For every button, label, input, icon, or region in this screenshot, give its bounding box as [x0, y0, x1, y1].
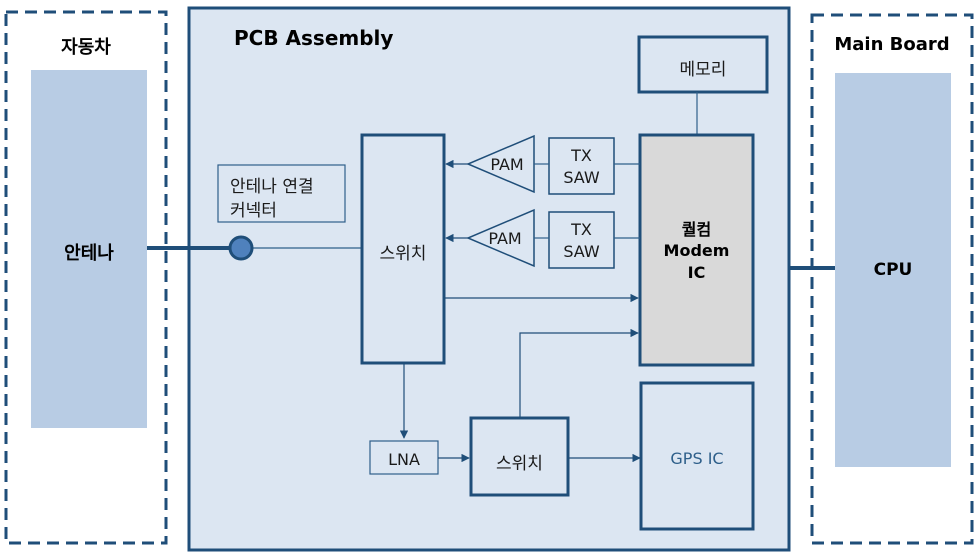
txsaw-bottom-line1: TX: [571, 220, 592, 239]
antenna-bar: [31, 70, 147, 428]
switch-main-box: [360, 133, 446, 365]
switch-gps-label: 스위치: [496, 454, 543, 474]
connector-label-line2: 커넥터: [230, 201, 277, 221]
pam-top-label: PAM: [490, 155, 524, 174]
connector-label-line1: 안테나 연결: [230, 177, 314, 197]
switch-main-label: 스위치: [379, 244, 427, 264]
modem-line1: 퀄컴: [681, 220, 712, 239]
txsaw-top-box: [548, 137, 615, 195]
antenna-connector: [228, 235, 254, 261]
pcb-assembly-title: PCB Assembly: [234, 26, 394, 50]
lna-label: LNA: [388, 450, 420, 469]
main-board-title: Main Board: [834, 34, 950, 55]
txsaw-bottom-box: [548, 211, 615, 269]
modem-ic-box: [638, 133, 755, 367]
txsaw-bottom-line2: SAW: [563, 242, 600, 261]
modem-line3: IC: [687, 263, 706, 282]
vehicle-title: 자동차: [61, 37, 111, 58]
modem-line2: Modem: [663, 241, 730, 260]
memory-box: [637, 35, 769, 94]
cpu-label: CPU: [873, 260, 913, 280]
gps-ic-box: [639, 381, 755, 531]
switch-gps-box: [469, 416, 570, 497]
pam-bottom-label: PAM: [488, 229, 522, 248]
txsaw-top-line1: TX: [571, 146, 592, 165]
memory-label: 메모리: [679, 60, 727, 80]
antenna-label: 안테나: [64, 243, 114, 264]
gps-switch-to-modem-arrow: [519, 328, 639, 418]
cpu-bar: [835, 73, 951, 467]
connector-label-box: [217, 164, 346, 223]
txsaw-top-line2: SAW: [563, 168, 600, 187]
gps-ic-label: GPS IC: [670, 449, 724, 468]
